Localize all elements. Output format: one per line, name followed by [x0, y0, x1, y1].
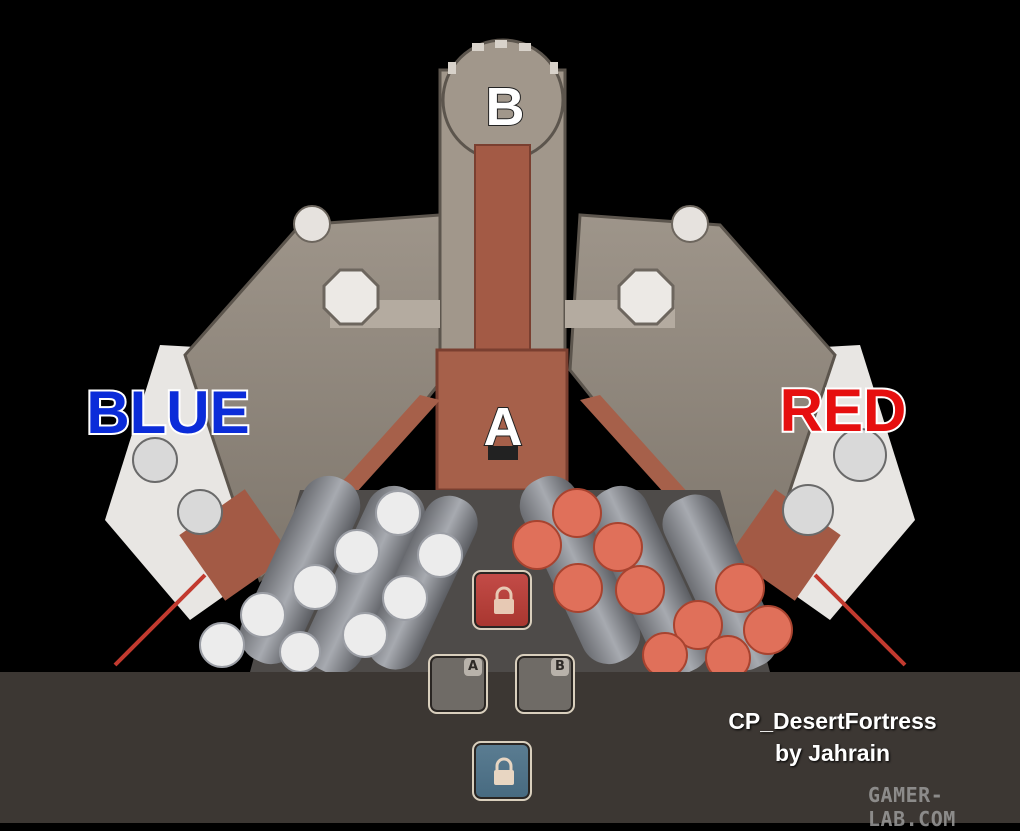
point-b-label: B: [486, 77, 525, 137]
cp-a-letter: A: [464, 658, 482, 676]
blue-silos: [199, 475, 478, 675]
control-point-a-icon: A: [428, 654, 488, 714]
point-a-label: A: [484, 397, 523, 457]
watermark: GAMER-LAB.COM: [868, 783, 956, 831]
tower-crenellations: [448, 40, 558, 74]
satellite-dishes: [132, 428, 887, 536]
right-octagon-tower: [617, 268, 675, 326]
left-octagon-tower: [322, 268, 380, 326]
red-locked-point-icon: [472, 570, 532, 630]
blue-locked-point-icon: [472, 741, 532, 801]
map-author: by Jahrain: [774, 740, 891, 766]
cp-b-letter: B: [551, 658, 569, 676]
radio-towers: [113, 573, 907, 667]
blue-team-label: BLUE: [86, 379, 249, 446]
map-credit: CP_DesertFortress by Jahrain: [660, 705, 1005, 769]
lock-icon: [494, 757, 514, 785]
red-silos: [512, 475, 793, 681]
red-team-label: RED: [780, 377, 907, 444]
left-corner-dome: [293, 205, 331, 243]
lock-icon: [494, 586, 514, 614]
right-corner-dome: [671, 205, 709, 243]
map-name: CP_DesertFortress: [728, 708, 937, 734]
control-point-b-icon: B: [515, 654, 575, 714]
point-a-doorway: [488, 446, 518, 460]
point-a-building: [435, 348, 569, 492]
brick-roof-strip: [474, 144, 531, 351]
